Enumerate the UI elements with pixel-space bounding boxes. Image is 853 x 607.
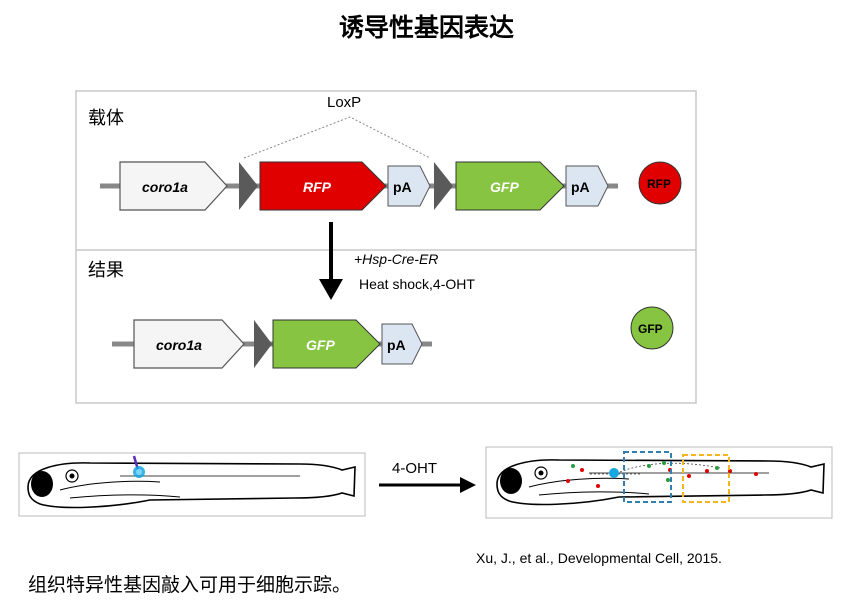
citation: Xu, J., et al., Developmental Cell, 2015…	[476, 550, 722, 566]
treatment-arrow-head	[460, 477, 476, 493]
loxp-site-1	[239, 162, 258, 210]
gfp-label: GFP	[490, 179, 519, 195]
result-gfp-block	[272, 319, 381, 369]
gfp-block	[455, 161, 565, 211]
result-pa-label: pA	[387, 337, 406, 353]
rfp-label: RFP	[303, 179, 332, 195]
down-arrow-head	[319, 279, 343, 300]
yellow-highlight-box	[682, 454, 730, 503]
zebrafish-right	[496, 459, 825, 506]
result-gfp-label: GFP	[306, 337, 335, 353]
arrow-label-cre: +Hsp-Cre-ER	[354, 251, 438, 267]
caption: 组织特异性基因敲入可用于细胞示踪。	[28, 574, 352, 596]
rfp-marker-label: RFP	[647, 177, 671, 191]
coro1a-block	[119, 161, 228, 211]
result-coro1a-label: coro1a	[156, 337, 202, 353]
rfp-marker	[638, 161, 682, 205]
rfp-block	[259, 161, 387, 211]
top-panel-frame	[75, 90, 697, 404]
result-coro1a-block	[133, 319, 245, 369]
result-label: 结果	[88, 260, 124, 281]
loxp-label: LoxP	[327, 94, 361, 111]
blue-highlight-box	[623, 451, 672, 503]
vector-label: 载体	[88, 108, 124, 129]
pa-label-2: pA	[571, 179, 590, 195]
pa-block-2	[565, 165, 609, 207]
treatment-arrow-label: 4-OHT	[392, 460, 437, 477]
result-pa-block	[381, 323, 423, 365]
loxp-guide-lines	[243, 116, 431, 159]
gfp-marker	[630, 306, 674, 350]
arrow-label-heatshock: Heat shock,4-OHT	[359, 276, 475, 292]
zebrafish-left	[27, 455, 356, 509]
loxp-site-2	[434, 162, 453, 210]
pa-block-1	[387, 165, 431, 207]
page-title: 诱导性基因表达	[338, 13, 514, 42]
gfp-marker-label: GFP	[638, 322, 663, 336]
pa-label-1: pA	[393, 179, 412, 195]
coro1a-label: coro1a	[142, 179, 188, 195]
result-loxp-site	[254, 320, 272, 368]
